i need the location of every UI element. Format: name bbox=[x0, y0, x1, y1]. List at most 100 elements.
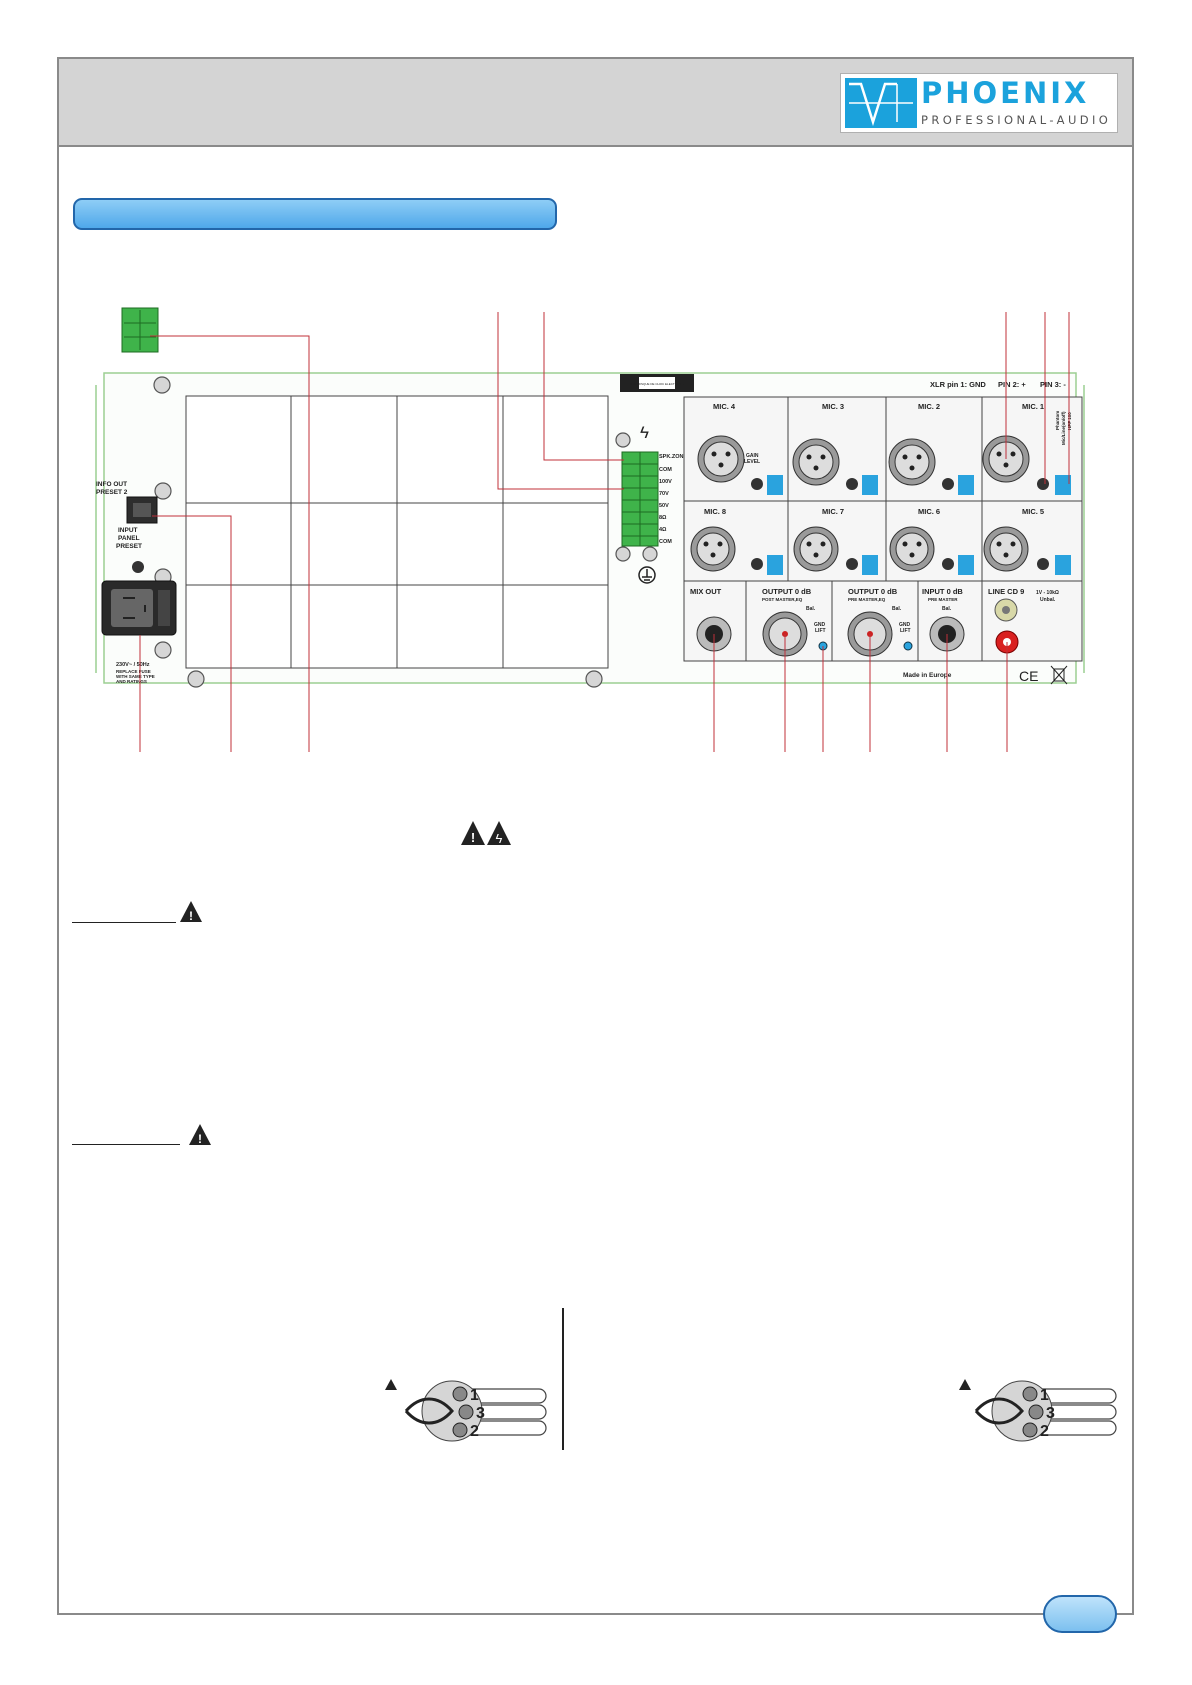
unbal-label: Unbal. bbox=[1040, 597, 1056, 603]
warning-triangle-icon bbox=[385, 1379, 397, 1390]
warning-triangle-icon bbox=[180, 901, 202, 922]
xlr-pin2-legend: PIN 2: + bbox=[998, 380, 1026, 389]
logo-word: PHOENIX bbox=[921, 76, 1090, 110]
gnd-label: GND bbox=[899, 622, 911, 628]
phoenix-logo: PHOENIX PROFESSIONAL-AUDIO bbox=[840, 73, 1118, 133]
mic-modules: MIC. 4 GAIN LEVEL MIC. 3 MIC. 2 MIC. 1 P… bbox=[683, 396, 1083, 582]
caution-icons: ! ϟ ! ! bbox=[180, 821, 971, 1390]
mic-label: MIC. 4 bbox=[713, 402, 736, 411]
logo-mark-icon bbox=[845, 78, 917, 128]
level-label: LEVEL bbox=[744, 459, 760, 465]
fuse-label-2: WITH SAME TYPE bbox=[116, 674, 155, 679]
output-pre-label: OUTPUT 0 dB bbox=[848, 587, 898, 596]
mic-module-7: MIC. 7 bbox=[787, 500, 887, 582]
pin-number: 2 bbox=[470, 1423, 479, 1440]
output-post-sub: POST MASTER,EQ bbox=[762, 597, 803, 602]
mic-label: MIC. 6 bbox=[918, 507, 940, 516]
pin-number: 3 bbox=[1046, 1405, 1055, 1422]
pin-number: 1 bbox=[470, 1387, 479, 1404]
ce-mark: CE bbox=[1019, 668, 1038, 684]
mic-module-8: MIC. 8 bbox=[683, 500, 789, 582]
terminal-label: 8Ω bbox=[659, 515, 667, 521]
terminal-label: COM bbox=[659, 539, 672, 545]
page-number-badge bbox=[1043, 1595, 1117, 1633]
lightning-triangle-icon bbox=[487, 821, 511, 845]
caution-underline-2 bbox=[72, 1144, 180, 1145]
line-cd-spec: 1V - 10kΩ bbox=[1036, 590, 1059, 596]
output-post-label: OUTPUT 0 dB bbox=[762, 587, 812, 596]
svg-text:ϟ: ϟ bbox=[496, 831, 503, 846]
svg-text:!: ! bbox=[189, 909, 193, 923]
mic-module-3: MIC. 3 bbox=[787, 396, 887, 502]
terminal-label: 50V bbox=[659, 503, 669, 509]
terminal-label: COM bbox=[659, 467, 672, 473]
mic-module-6: MIC. 6 bbox=[885, 500, 983, 582]
xlr-pin-diagram-right: 1 3 2 bbox=[974, 1380, 1117, 1442]
fuse-label-1: REPLACE FUSE bbox=[116, 669, 151, 674]
warning-triangle-icon bbox=[189, 1124, 211, 1145]
input0-label: INPUT 0 dB bbox=[922, 587, 963, 596]
terminal-label: 4Ω bbox=[659, 527, 667, 533]
column-divider bbox=[562, 1308, 564, 1450]
warning-triangle-icon bbox=[461, 821, 485, 845]
gain-label: GAIN bbox=[746, 453, 759, 459]
power-voltage-label: 230V~ / 50Hz bbox=[116, 662, 150, 668]
mic-module-5: MIC. 5 bbox=[981, 500, 1083, 582]
svg-text:!: ! bbox=[471, 830, 475, 845]
output-pre-sub: PRE MASTER,EQ bbox=[848, 597, 886, 602]
mic-label: MIC. 5 bbox=[1022, 507, 1044, 516]
gnd-label: GND bbox=[814, 622, 826, 628]
logo-subtitle: PROFESSIONAL-AUDIO bbox=[921, 113, 1112, 127]
mic-module-4: MIC. 4 GAIN LEVEL bbox=[683, 396, 789, 502]
bal-label: Bal. bbox=[942, 606, 952, 612]
input-panel-label: INPUT bbox=[118, 527, 138, 534]
svg-text:!: ! bbox=[198, 1132, 202, 1146]
speaker-terminal-labels: SPK.ZONE OUT COM 100V 70V 50V 8Ω 4Ω COM bbox=[659, 454, 701, 545]
mix-out-label: MIX OUT bbox=[690, 587, 722, 596]
caution-underline-1 bbox=[72, 922, 176, 923]
panel-screws bbox=[153, 376, 658, 688]
header-band: PHOENIX PROFESSIONAL-AUDIO bbox=[59, 59, 1132, 147]
terminal-label: 70V bbox=[659, 491, 669, 497]
mic-line-label: Mic/Line(on/off) bbox=[1061, 411, 1066, 445]
preset2-label: PRESET 2 bbox=[96, 489, 128, 496]
mic-label: MIC. 8 bbox=[704, 507, 726, 516]
callout-lines bbox=[139, 312, 1070, 752]
bal-label: Bal. bbox=[806, 606, 816, 612]
io-modules: MIX OUT OUTPUT 0 dB POST MASTER,EQ Bal. … bbox=[683, 580, 1083, 662]
terminal-label: SPK.ZONE OUT bbox=[659, 454, 701, 460]
phantom-label: Phantom bbox=[1055, 411, 1060, 430]
bal-label: Bal. bbox=[892, 606, 902, 612]
pin-number: 2 bbox=[1040, 1423, 1049, 1440]
rear-panel-rails bbox=[95, 385, 1085, 673]
xlr-pin3-legend: PIN 3: - bbox=[1040, 380, 1066, 389]
panel-label: PANEL bbox=[118, 535, 140, 542]
lift-label: LIFT bbox=[900, 628, 911, 634]
lightning-icon: ϟ bbox=[640, 423, 649, 442]
mic-module-2: MIC. 2 bbox=[885, 396, 983, 502]
weee-bin-icon bbox=[1050, 665, 1068, 685]
pin-number: 3 bbox=[476, 1405, 485, 1422]
made-in-label: Made in Europe bbox=[903, 672, 952, 679]
terminal-label: 100V bbox=[659, 479, 672, 485]
mic-label: MIC. 3 bbox=[822, 402, 844, 411]
page-frame: PHOENIX PROFESSIONAL-AUDIO bbox=[57, 57, 1134, 1633]
fuse-label-3: AND RATINGS bbox=[116, 679, 147, 684]
info-out-label: INFO OUT bbox=[96, 481, 127, 488]
ground-icon bbox=[638, 566, 656, 584]
section-heading-bar bbox=[73, 198, 557, 230]
warning-plate-text: AVIS: RISQUE DE CHOC ELECTRIQUE bbox=[630, 382, 684, 386]
preset-label: PRESET bbox=[116, 543, 142, 550]
line-cd-label: LINE CD 9 bbox=[988, 587, 1024, 596]
mic-label: MIC. 7 bbox=[822, 507, 844, 516]
lift-label: LIFT bbox=[815, 628, 826, 634]
pin-number: 1 bbox=[1040, 1387, 1049, 1404]
mic-module-1: MIC. 1 Phantom Mic/Line(on/off) HPF 100 bbox=[981, 396, 1083, 502]
input0-sub: PRE MASTER bbox=[928, 597, 958, 602]
xlr-pin1-legend: XLR pin 1: GND bbox=[930, 380, 986, 389]
mic-label: MIC. 1 bbox=[1022, 402, 1044, 411]
warning-triangle-icon bbox=[959, 1379, 971, 1390]
mic-label: MIC. 2 bbox=[918, 402, 940, 411]
xlr-pin-diagram-left: 1 3 2 bbox=[404, 1380, 547, 1442]
